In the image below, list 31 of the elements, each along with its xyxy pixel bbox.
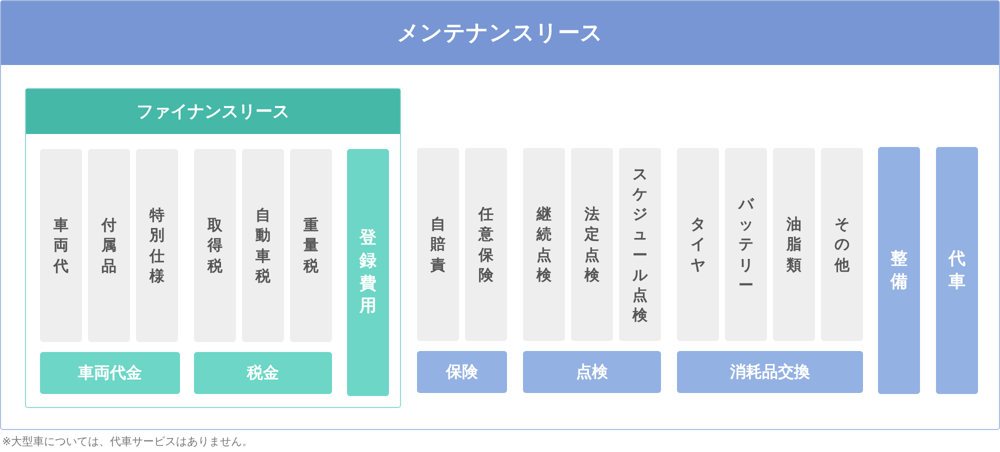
cost-item-label: その他 <box>834 214 850 275</box>
panel-title: ファイナンスリース <box>26 89 400 134</box>
cost-item-label: スケジュール点検 <box>632 164 648 326</box>
cost-item-label: バッテリー <box>738 194 754 296</box>
cost-category-tile <box>347 149 389 396</box>
category-bar: 車両代金 <box>40 352 180 394</box>
cost-category-label: 整備 <box>890 248 908 294</box>
cost-item-label: 自動車税 <box>256 205 270 286</box>
cost-category-tile <box>878 147 920 394</box>
cost-item-label: 特別仕様 <box>150 205 164 286</box>
cost-item-label: 任意保険 <box>478 204 494 285</box>
cost-item-label: 油脂類 <box>786 214 802 275</box>
cost-item-label: 継続点検 <box>536 204 552 285</box>
cost-item-label: 法定点検 <box>584 204 600 285</box>
category-bar: 消耗品交換 <box>677 351 863 393</box>
footnote: ※大型車については、代車サービスはありません。 <box>2 434 254 449</box>
category-bar: 点検 <box>523 351 661 393</box>
category-bar: 税金 <box>194 352 332 394</box>
cost-category-tile <box>936 147 978 394</box>
panel-title: メンテナンスリース <box>1 1 999 65</box>
cost-item-label: 自賠責 <box>430 214 446 275</box>
cost-category-label: 代車 <box>948 248 966 294</box>
cost-item-label: タイヤ <box>690 214 706 275</box>
cost-item-label: 取得税 <box>208 215 222 276</box>
cost-category-label: 登録費用 <box>360 226 376 318</box>
cost-item-label: 付属品 <box>102 215 116 276</box>
cost-item-label: 車両代 <box>54 215 68 276</box>
panel-frame <box>0 0 1000 430</box>
panel-frame <box>25 88 401 408</box>
cost-item-label: 重量税 <box>304 215 318 276</box>
category-bar: 保険 <box>417 351 507 393</box>
